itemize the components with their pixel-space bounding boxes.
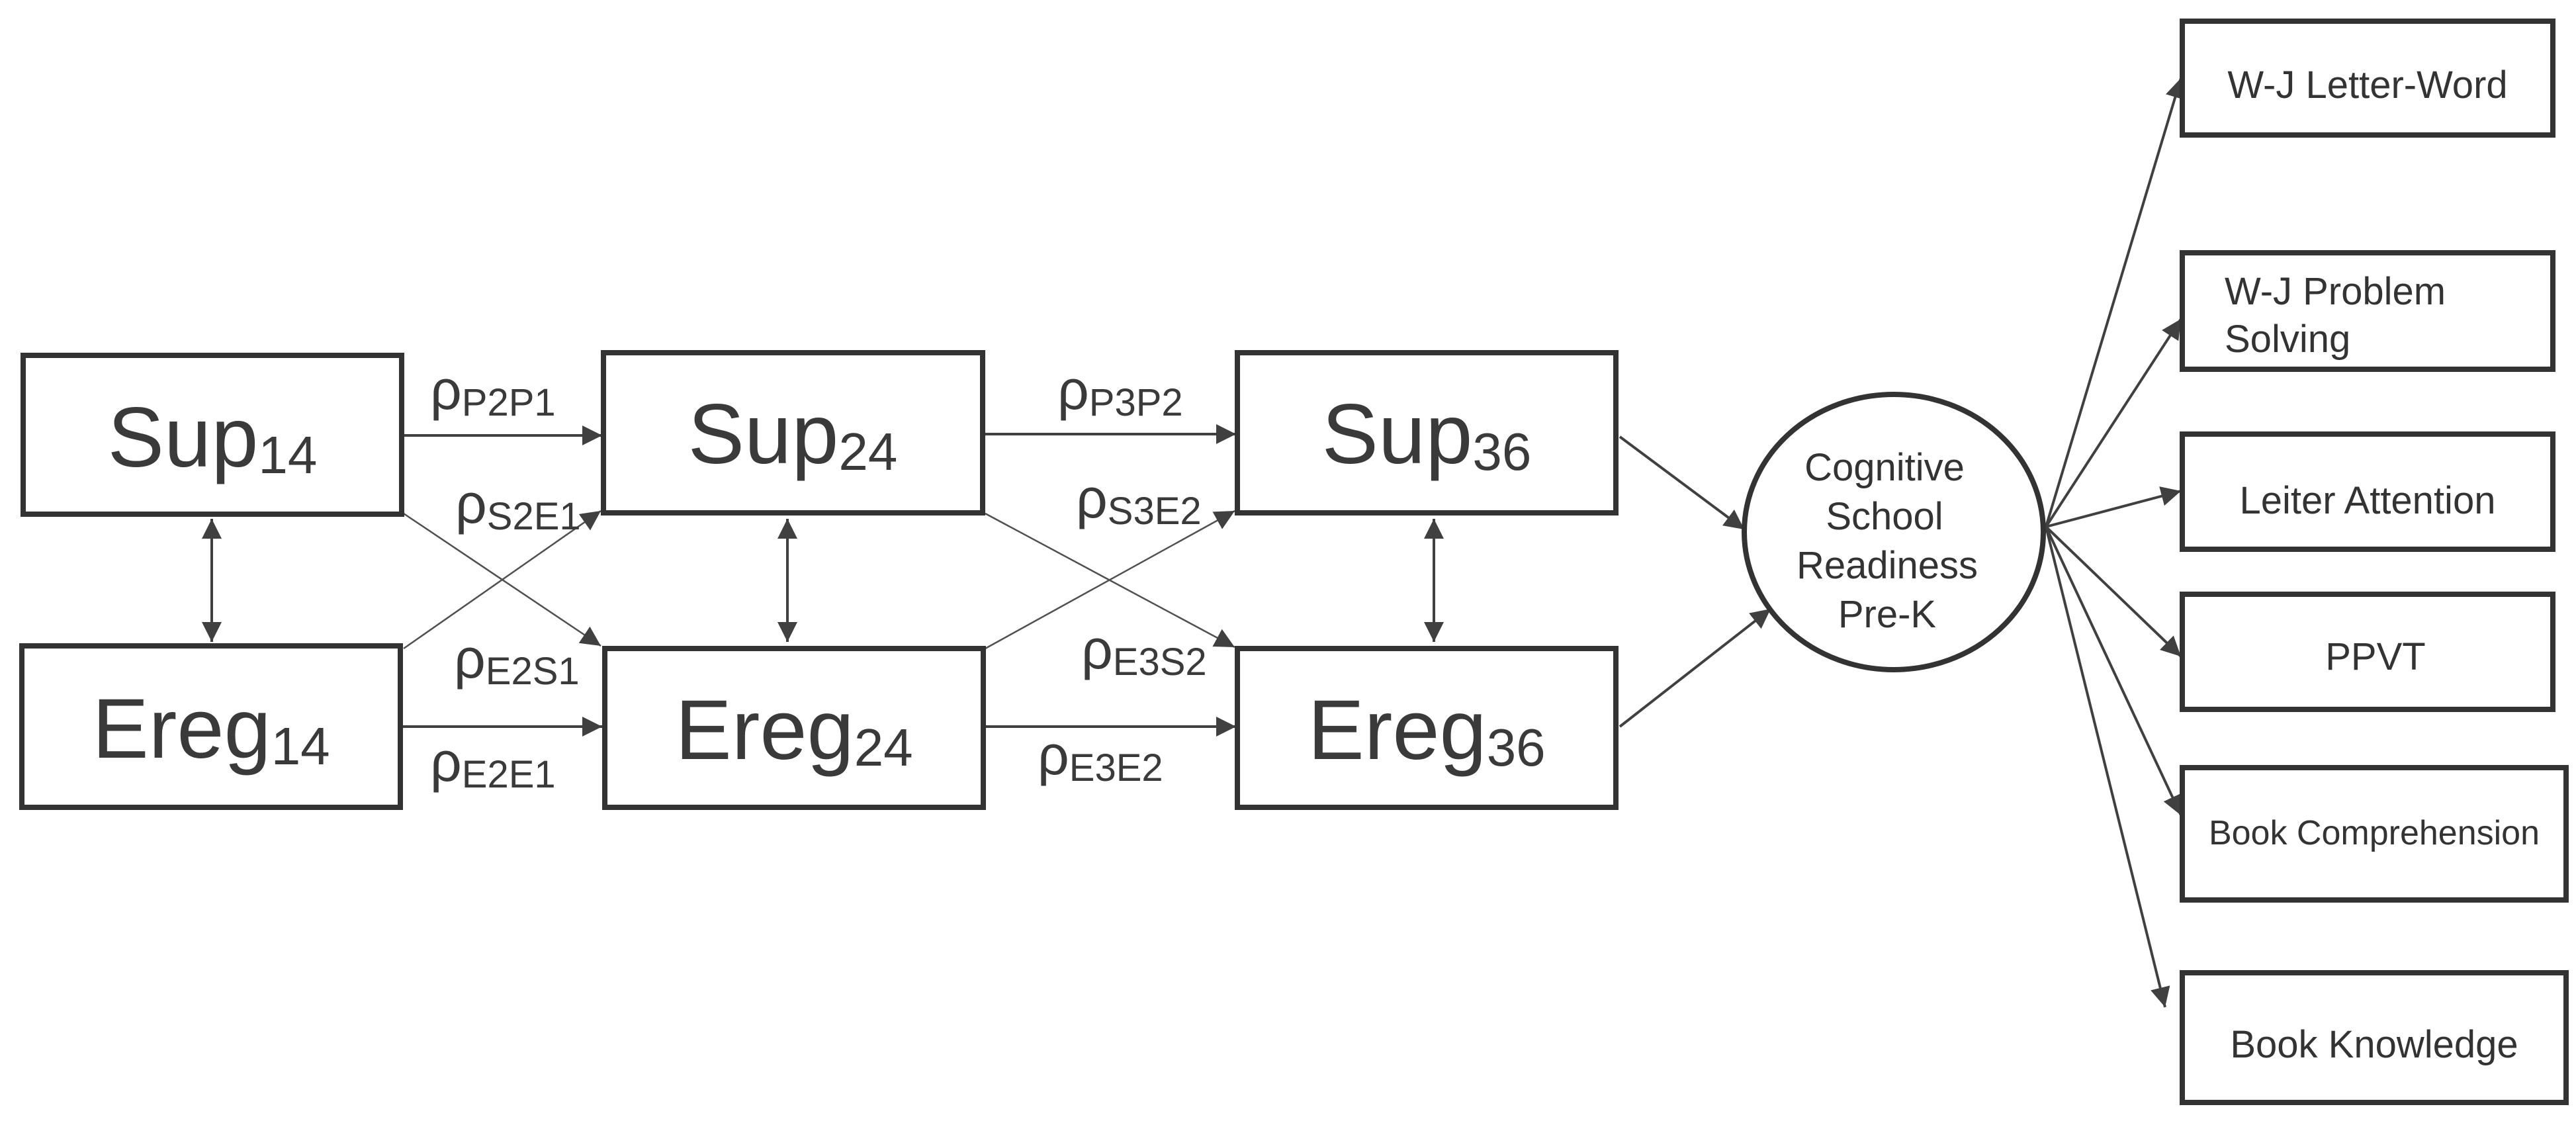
svg-text:Ereg36: Ereg36 <box>1308 683 1545 778</box>
label-rho-e2s1: ρE2S1 <box>454 627 580 693</box>
latent-label-line1: Cognitive <box>1804 446 1965 489</box>
latent-cognitive-school-readiness: Cognitive School Readiness Pre-K <box>1742 392 2046 672</box>
label-rho-s2e1: ρS2E1 <box>455 472 581 538</box>
svg-text:PPVT: PPVT <box>2325 635 2426 678</box>
indicator-book-comprehension: Book Comprehension <box>2180 765 2569 903</box>
indicator-wj-letter-word: W-J Letter-Word <box>2180 19 2555 138</box>
latent-label-line3: Readiness <box>1797 544 1978 587</box>
label-rho-e3s2: ρE3S2 <box>1081 618 1207 684</box>
node-sup14: Sup14 <box>21 353 404 517</box>
svg-text:Ereg24: Ereg24 <box>675 683 912 778</box>
indicator-ppvt: PPVT <box>2180 592 2555 712</box>
label-rho-s3e2: ρS3E2 <box>1076 467 1202 533</box>
svg-text:Sup14: Sup14 <box>108 390 318 485</box>
node-sup36: Sup36 <box>1235 350 1619 516</box>
svg-text:Ereg14: Ereg14 <box>92 682 330 776</box>
svg-text:Book Knowledge: Book Knowledge <box>2230 1023 2518 1066</box>
node-ereg36: Ereg36 <box>1235 646 1619 810</box>
svg-text:Leiter Attention: Leiter Attention <box>2240 479 2496 522</box>
path-ereg24-sup36 <box>985 510 1235 650</box>
label-rho-p3p2: ρP3P2 <box>1057 359 1183 424</box>
svg-text:Sup24: Sup24 <box>688 387 898 482</box>
svg-text:W-J Problem: W-J Problem <box>2225 270 2446 313</box>
path-ereg14-sup24 <box>403 510 601 650</box>
latent-label-line4: Pre-K <box>1838 593 1937 636</box>
connectors <box>202 77 2185 1008</box>
loading-wj-problem-solving <box>2045 318 2182 528</box>
label-rho-e3e2: ρE3E2 <box>1038 724 1163 789</box>
loading-wj-letter-word <box>2045 77 2185 527</box>
indicator-wj-problem-solving: W-J Problem Solving <box>2180 250 2555 372</box>
indicator-book-knowledge: Book Knowledge <box>2180 970 2569 1105</box>
latent-label-line2: School <box>1826 495 1943 538</box>
node-sup24: Sup24 <box>601 350 985 516</box>
loading-ppvt <box>2045 525 2182 658</box>
svg-text:W-J Letter-Word: W-J Letter-Word <box>2227 64 2507 107</box>
loading-book-knowledge <box>2045 526 2170 1008</box>
path-ereg36-latent <box>1619 607 1772 728</box>
label-rho-p2p1: ρP2P1 <box>430 359 556 424</box>
svg-text:Solving: Solving <box>2225 318 2350 361</box>
indicator-leiter-attention: Leiter Attention <box>2180 431 2555 552</box>
node-ereg14: Ereg14 <box>19 643 403 810</box>
path-sup36-latent <box>1619 435 1746 531</box>
loading-book-comprehension <box>2045 526 2182 816</box>
loading-leiter-attention <box>2045 486 2182 528</box>
label-rho-e2e1: ρE2E1 <box>430 731 556 796</box>
svg-text:Book Comprehension: Book Comprehension <box>2209 814 2540 852</box>
node-ereg24: Ereg24 <box>602 646 986 810</box>
svg-text:Sup36: Sup36 <box>1322 387 1532 482</box>
